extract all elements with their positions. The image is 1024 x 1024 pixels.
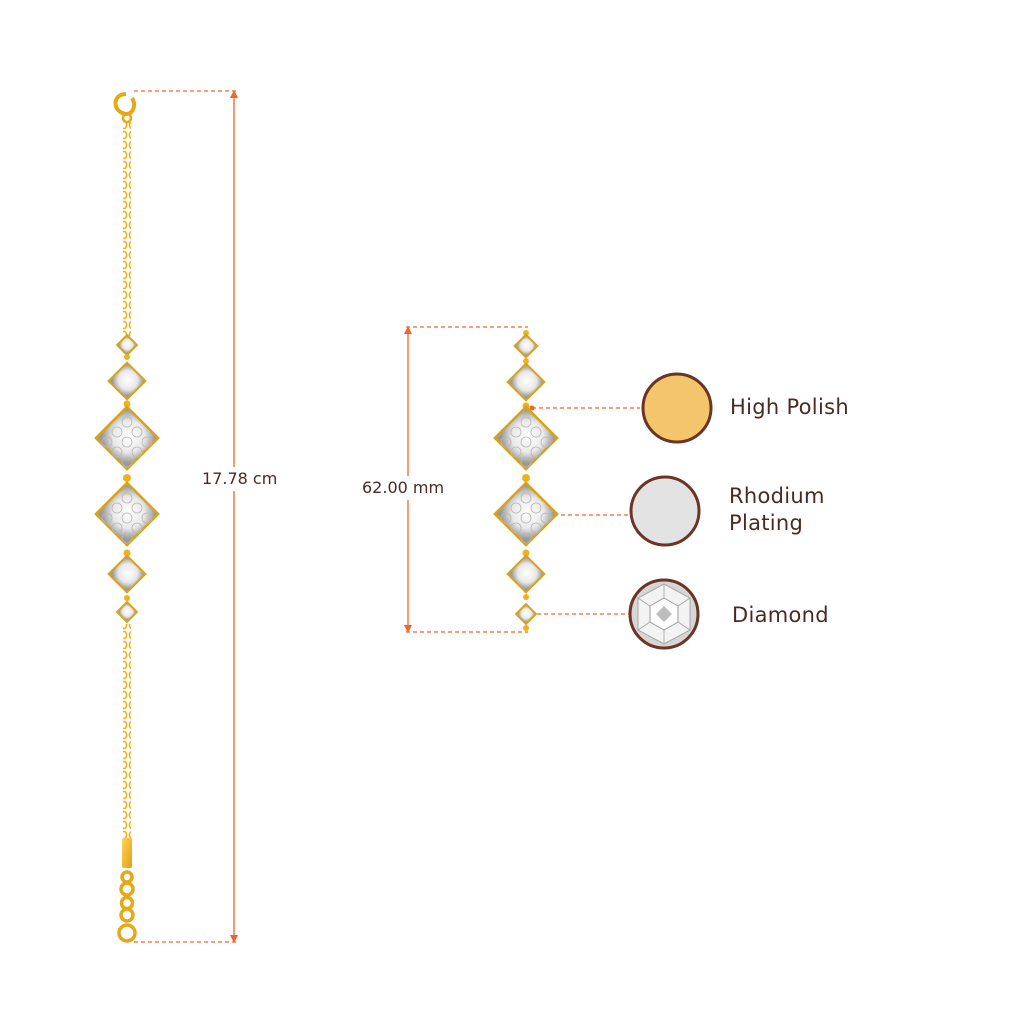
lobster-clasp-icon — [113, 92, 136, 124]
upper-chain — [123, 122, 131, 336]
legend-label-rhodium-plating: Rhodium Plating — [729, 484, 825, 535]
lower-chain — [123, 624, 131, 838]
high-polish-swatch — [641, 372, 713, 444]
legend-label-high-polish: High Polish — [730, 395, 849, 419]
motif-stack-left — [94, 333, 160, 624]
brand-tag — [122, 838, 132, 868]
motif-detail-view — [493, 330, 559, 631]
rhodium-swatch — [629, 475, 701, 547]
bracelet-length-dimension — [134, 90, 238, 943]
extension-rings — [117, 870, 137, 943]
diamond-swatch — [628, 578, 700, 650]
legend-label-diamond: Diamond — [732, 603, 829, 627]
motif-length-label: 62.00 mm — [358, 476, 449, 500]
bracelet-full-view — [94, 92, 160, 943]
bracelet-length-label: 17.78 cm — [198, 467, 282, 491]
